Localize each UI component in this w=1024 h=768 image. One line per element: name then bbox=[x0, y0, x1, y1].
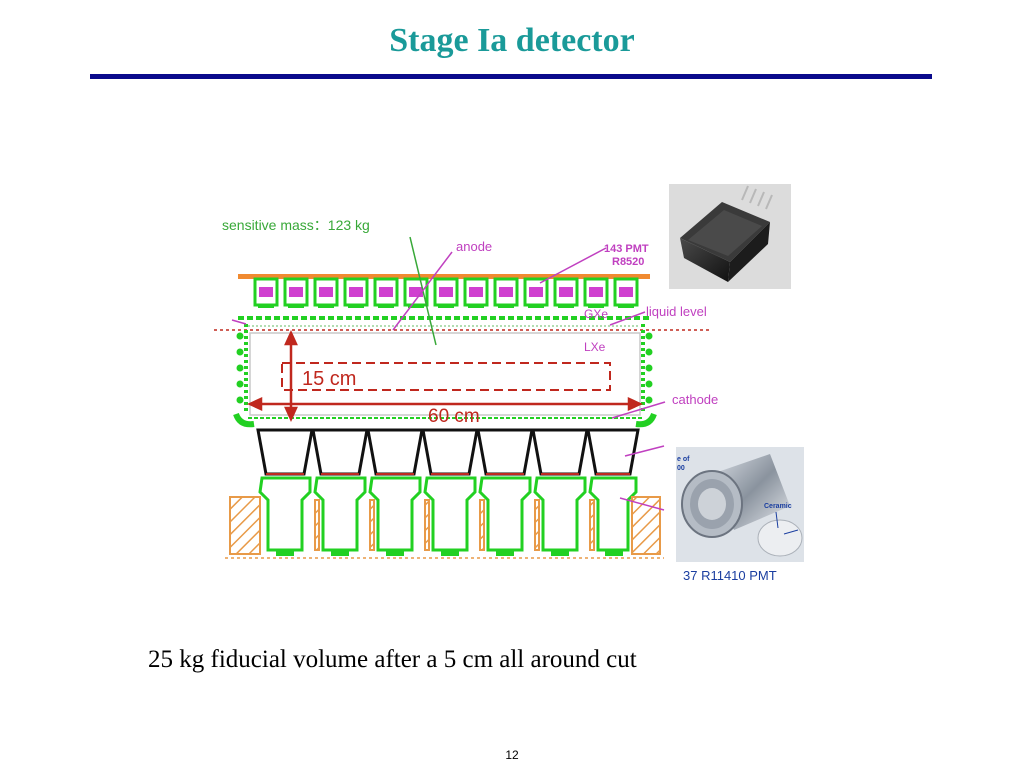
anode-label: anode bbox=[456, 239, 492, 254]
top-pmt-unit bbox=[553, 277, 579, 308]
bottom-pmt-array bbox=[256, 428, 640, 556]
bottom-pmt-unit bbox=[421, 428, 479, 556]
ceramic-label: Ceramic bbox=[764, 503, 792, 510]
partial-label-line1: e of bbox=[677, 456, 690, 463]
top-pmt-array bbox=[253, 277, 639, 308]
liquid-level-label: liquid level bbox=[646, 304, 707, 319]
anode-pointer bbox=[392, 251, 453, 331]
bottom-pmt-unit bbox=[256, 428, 314, 556]
liquid-level-pointer bbox=[609, 311, 646, 326]
vessel-right-wall bbox=[635, 324, 657, 428]
height-dimension-arrow bbox=[284, 329, 298, 423]
pmt-support-structure bbox=[229, 496, 661, 555]
top-pmt-unit bbox=[373, 277, 399, 308]
bottom-base-pointer bbox=[619, 497, 665, 511]
bottom-pmt-unit bbox=[586, 428, 640, 556]
bottom-pmt-unit bbox=[476, 428, 534, 556]
top-pmt-unit bbox=[433, 277, 459, 308]
bottom-pmt-label: 37 R11410 PMT bbox=[683, 568, 777, 583]
top-pmt-unit bbox=[403, 277, 429, 308]
top-pmt-unit bbox=[283, 277, 309, 308]
slide-number: 12 bbox=[505, 748, 519, 762]
top-pmt-model-label: R8520 bbox=[612, 256, 644, 268]
gxe-label: GXe bbox=[584, 307, 608, 321]
width-dimension-arrow bbox=[246, 397, 644, 411]
vessel-left-wall bbox=[233, 324, 255, 428]
partial-label-line2: 00 bbox=[677, 465, 685, 472]
top-pmt-unit bbox=[613, 277, 639, 308]
bottom-pmt-unit bbox=[531, 428, 589, 556]
bottom-pmt-pointer bbox=[624, 445, 665, 457]
bottom-pmt-unit bbox=[366, 428, 424, 556]
cathode-label: cathode bbox=[672, 392, 718, 407]
slide-caption: 25 kg fiducial volume after a 5 cm all a… bbox=[148, 646, 637, 673]
slide-title: Stage Ia detector bbox=[389, 22, 635, 59]
fiducial-box bbox=[281, 362, 611, 391]
top-anode-bar bbox=[238, 274, 650, 279]
cathode-pointer bbox=[611, 401, 666, 419]
width-label: 60 cm bbox=[428, 406, 480, 427]
top-pmt-unit bbox=[313, 277, 339, 308]
lxe-label: LXe bbox=[584, 340, 606, 354]
top-pmt-unit bbox=[583, 277, 609, 308]
title-underline bbox=[90, 74, 932, 79]
top-pmt-unit bbox=[463, 277, 489, 308]
top-pmt-unit bbox=[493, 277, 519, 308]
sensitive-mass-label: sensitive mass：123 kg bbox=[222, 217, 370, 233]
top-pmt-unit bbox=[253, 277, 279, 308]
left-edge-pointer bbox=[231, 319, 247, 325]
top-pmt-count-label: 143 PMT bbox=[604, 243, 649, 255]
top-pmt-pointer bbox=[539, 247, 607, 284]
top-pmt-unit bbox=[343, 277, 369, 308]
bottom-pmt-photo: e of 00 Ceramic bbox=[676, 447, 804, 562]
bottom-pmt-unit bbox=[311, 428, 369, 556]
top-pmt-unit bbox=[523, 277, 549, 308]
top-pmt-photo bbox=[669, 184, 791, 289]
height-label: 15 cm bbox=[302, 368, 356, 390]
